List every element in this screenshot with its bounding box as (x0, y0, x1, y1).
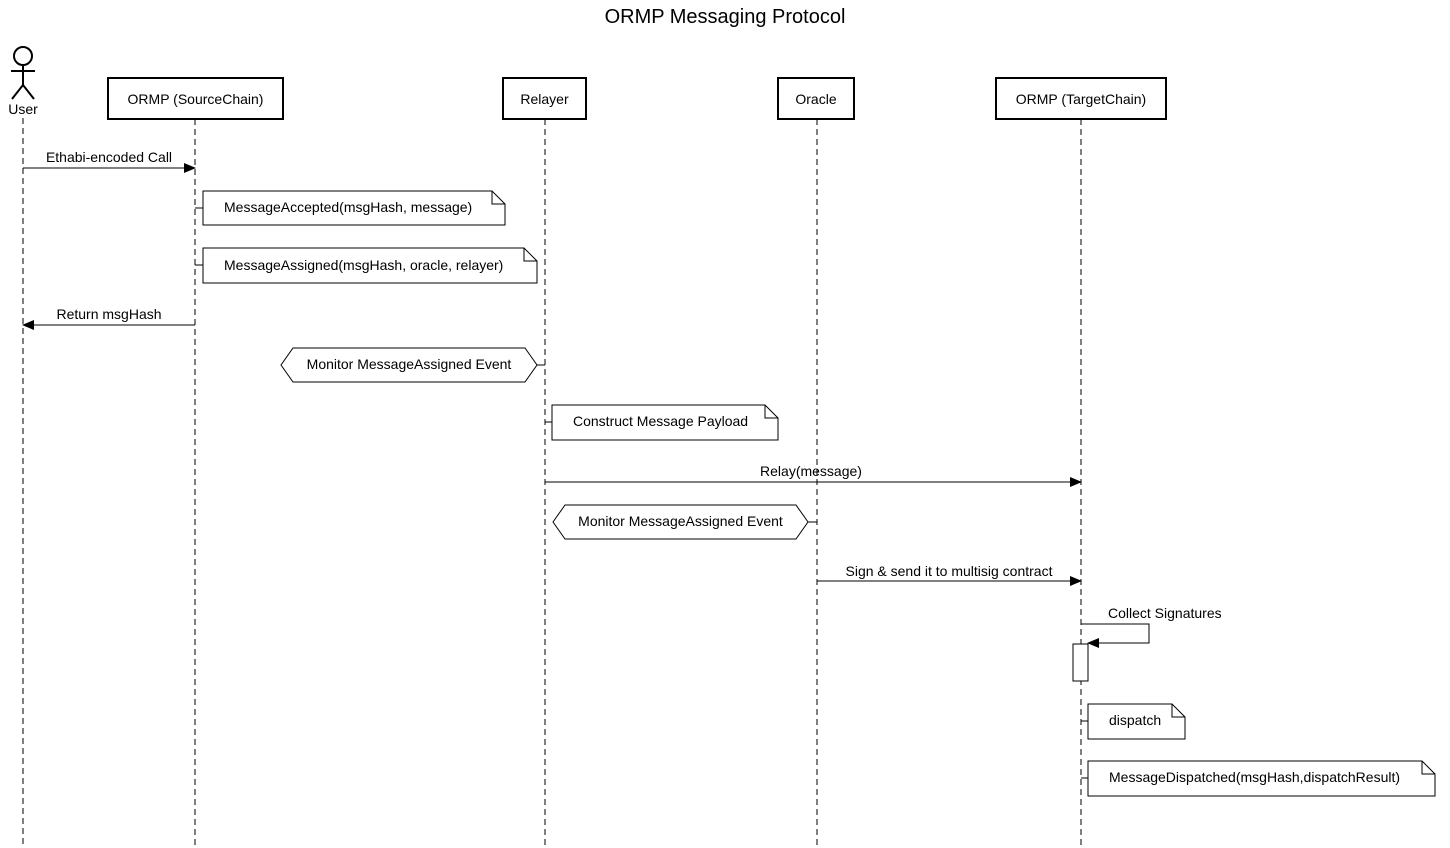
note-message-assigned: MessageAssigned(msgHash, oracle, relayer… (195, 247, 538, 284)
message-label-return-msghash: Return msgHash (56, 306, 161, 322)
note-construct-payload: Construct Message Payload (545, 404, 779, 441)
event-oracle-monitor: Monitor MessageAssigned Event (552, 504, 817, 540)
participant-relayer: Relayer (502, 77, 587, 120)
event-label-relayer-monitor: Monitor MessageAssigned Event (307, 356, 512, 372)
message-sign-send: Sign & send it to multisig contract (817, 563, 1082, 586)
message-label-ethabi-call: Ethabi-encoded Call (46, 149, 172, 165)
message-label-collect-signatures: Collect Signatures (1108, 605, 1222, 621)
participant-label-oracle: Oracle (795, 91, 836, 107)
message-label-relay: Relay(message) (760, 463, 862, 479)
participant-oracle: Oracle (777, 77, 855, 120)
activation-bar-target-chain (1072, 643, 1089, 682)
note-label-message-dispatched: MessageDispatched(msgHash,dispatchResult… (1109, 769, 1400, 785)
message-label-sign-send: Sign & send it to multisig contract (846, 563, 1053, 579)
note-label-construct-payload: Construct Message Payload (573, 413, 748, 429)
note-message-dispatched: MessageDispatched(msgHash,dispatchResult… (1081, 760, 1436, 797)
event-label-oracle-monitor: Monitor MessageAssigned Event (578, 513, 783, 529)
message-ethabi-call: Ethabi-encoded Call (23, 149, 196, 173)
message-relay: Relay(message) (545, 463, 1082, 487)
message-return-msghash: Return msgHash (22, 306, 195, 330)
note-label-message-accepted: MessageAccepted(msgHash, message) (224, 199, 472, 215)
note-label-message-assigned: MessageAssigned(msgHash, oracle, relayer… (224, 257, 503, 273)
note-dispatch: dispatch (1081, 703, 1186, 740)
actor-label-user: User (8, 101, 38, 117)
diagram-title: ORMP Messaging Protocol (605, 6, 846, 28)
participant-target-chain: ORMP (TargetChain) (995, 77, 1167, 120)
note-message-accepted: MessageAccepted(msgHash, message) (195, 190, 506, 226)
participant-label-relayer: Relayer (520, 91, 569, 107)
participant-label-target-chain: ORMP (TargetChain) (1016, 91, 1146, 107)
event-relayer-monitor: Monitor MessageAssigned Event (280, 347, 545, 383)
participant-source-chain: ORMP (SourceChain) (107, 77, 284, 120)
user-actor-icon (11, 46, 35, 100)
note-label-dispatch: dispatch (1109, 712, 1161, 728)
participant-label-source-chain: ORMP (SourceChain) (128, 91, 264, 107)
message-collect-signatures: Collect Signatures (1081, 605, 1222, 648)
